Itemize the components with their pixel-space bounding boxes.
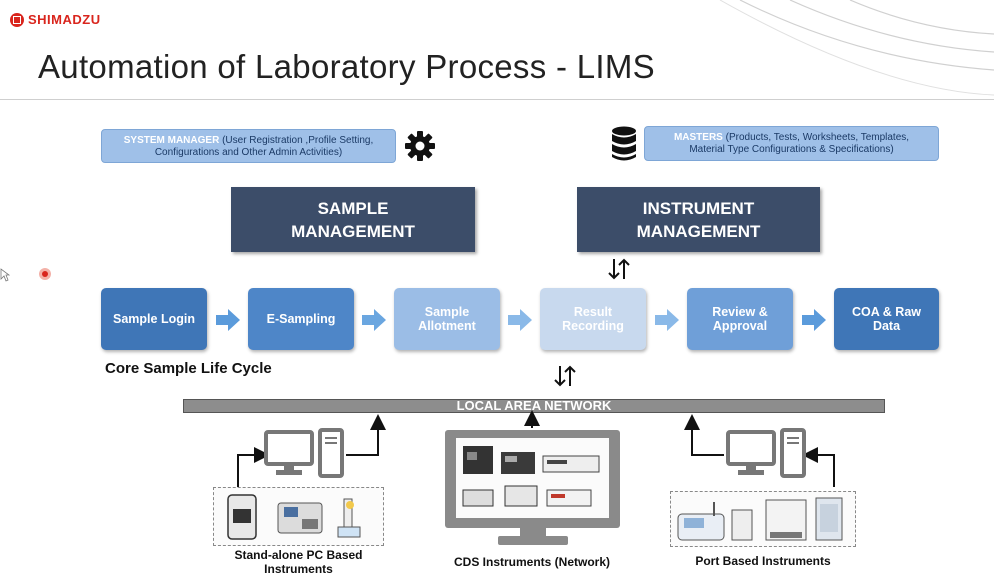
step-label: E-Sampling bbox=[266, 312, 336, 326]
masters-label: MASTERS bbox=[673, 132, 723, 143]
decorative-swoosh bbox=[719, 0, 994, 96]
step-label: Allotment bbox=[418, 319, 476, 333]
step-arrow-icon bbox=[216, 309, 240, 331]
brand-name: SHIMADZU bbox=[28, 12, 101, 27]
desktop-computer-icon bbox=[264, 428, 344, 478]
step-arrow-icon bbox=[655, 309, 679, 331]
step-sample-login: Sample Login bbox=[101, 288, 207, 350]
sample-management-box: SAMPLE MANAGEMENT bbox=[231, 187, 475, 252]
step-label: Result bbox=[573, 305, 613, 319]
instrument-images bbox=[677, 497, 843, 541]
sample-management-line1: SAMPLE bbox=[317, 198, 389, 218]
system-manager-box: SYSTEM MANAGER (User Registration ,Profi… bbox=[101, 129, 396, 163]
instrument-management-box: INSTRUMENT MANAGEMENT bbox=[577, 187, 820, 252]
step-arrow-icon bbox=[508, 309, 532, 331]
core-cycle-caption: Core Sample Life Cycle bbox=[105, 360, 272, 377]
sample-management-line2: MANAGEMENT bbox=[291, 221, 415, 241]
monitor-icon bbox=[445, 430, 620, 545]
desktop-computer-icon bbox=[726, 428, 806, 478]
database-icon bbox=[612, 126, 636, 161]
masters-box: MASTERS (Products, Tests, Worksheets, Te… bbox=[644, 126, 939, 161]
standalone-instruments-caption: Stand-alone PC Based Instruments bbox=[213, 548, 384, 576]
shimadzu-logo: SHIMADZU bbox=[10, 12, 101, 27]
step-review-approval: Review &Approval bbox=[687, 288, 793, 350]
port-instruments-caption: Port Based Instruments bbox=[695, 554, 831, 568]
shimadzu-logo-icon bbox=[10, 12, 24, 27]
updown-arrows-icon bbox=[554, 365, 576, 387]
step-label: COA & Raw bbox=[852, 305, 921, 319]
step-arrow-icon bbox=[362, 309, 386, 331]
gear-icon bbox=[405, 131, 435, 161]
title-divider bbox=[0, 99, 994, 100]
masters-detail-1: (Products, Tests, Worksheets, Templates, bbox=[722, 132, 910, 143]
system-manager-label: SYSTEM MANAGER bbox=[123, 135, 220, 146]
step-label: Approval bbox=[712, 319, 768, 333]
step-label: Recording bbox=[562, 319, 624, 333]
instrument-management-line2: MANAGEMENT bbox=[636, 221, 761, 241]
record-dot-icon bbox=[39, 268, 51, 280]
instrument-management-line1: INSTRUMENT bbox=[642, 198, 755, 218]
caption-line: Stand-alone PC Based bbox=[234, 548, 363, 562]
step-arrow-icon bbox=[802, 309, 826, 331]
instrument-images bbox=[227, 494, 361, 540]
cursor-icon bbox=[0, 268, 10, 282]
updown-arrows-icon bbox=[608, 258, 630, 280]
slide-title: Automation of Laboratory Process - LIMS bbox=[38, 48, 655, 85]
step-e-sampling: E-Sampling bbox=[248, 288, 354, 350]
system-manager-detail-2: Configurations and Other Admin Activitie… bbox=[154, 147, 343, 158]
masters-detail-2: Material Type Configurations & Specifica… bbox=[689, 144, 894, 155]
step-label: Review & bbox=[712, 305, 768, 319]
step-label: Data bbox=[872, 319, 901, 333]
cds-instruments-caption: CDS Instruments (Network) bbox=[453, 555, 611, 569]
step-label: Sample Login bbox=[113, 312, 195, 326]
step-label: Sample bbox=[424, 305, 470, 319]
caption-line: Instruments bbox=[264, 562, 333, 576]
system-manager-detail-1: (User Registration ,Profile Setting, bbox=[219, 135, 374, 146]
